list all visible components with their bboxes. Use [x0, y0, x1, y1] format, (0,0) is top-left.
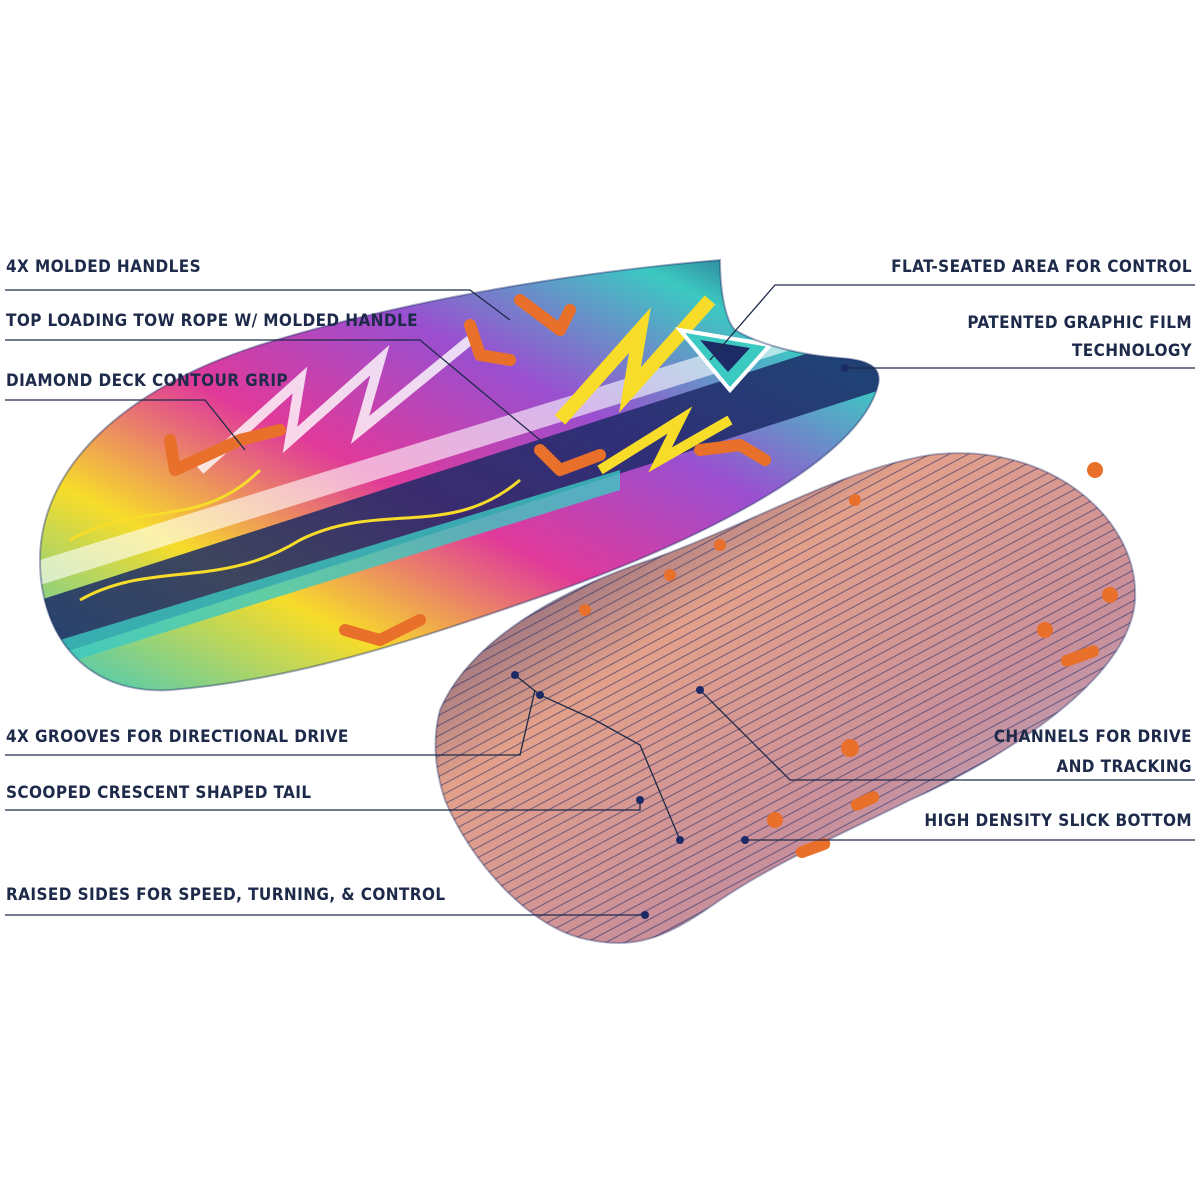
- callout-flat-seated: FLAT-SEATED AREA FOR CONTROL: [891, 257, 1192, 277]
- leader-dots: [511, 364, 849, 919]
- leader-dot: [696, 686, 704, 694]
- leader-dot: [841, 364, 849, 372]
- molded-handle: [514, 294, 576, 336]
- molded-handle: [464, 319, 516, 366]
- leader-dot: [676, 836, 684, 844]
- leader-dot: [741, 836, 749, 844]
- leader-dot: [641, 911, 649, 919]
- callout-diamond-deck: DIAMOND DECK CONTOUR GRIP: [6, 371, 289, 391]
- callout-tow-rope: TOP LOADING TOW ROPE W/ MOLDED HANDLE: [6, 311, 418, 331]
- leader-dot: [636, 796, 644, 804]
- leader-lines: [5, 284, 1195, 916]
- molded-handle: [694, 439, 771, 466]
- molded-handle: [339, 614, 426, 646]
- callout-molded-handles: 4X MOLDED HANDLES: [6, 257, 202, 277]
- callout-channels-line1: CHANNELS FOR DRIVE: [993, 727, 1192, 747]
- callout-graphic-film-line1: PATENTED GRAPHIC FILM: [967, 313, 1192, 333]
- callout-crescent-tail: SCOOPED CRESCENT SHAPED TAIL: [6, 783, 312, 803]
- leader-dot: [536, 691, 544, 699]
- callout-raised-sides: RAISED SIDES FOR SPEED, TURNING, & CONTR…: [6, 885, 446, 905]
- molded-handle: [534, 444, 606, 476]
- leader-dot: [511, 671, 519, 679]
- callout-graphic-film-line2: TECHNOLOGY: [1071, 341, 1192, 361]
- top-deck-sled: [39, 259, 880, 692]
- callout-slick-bottom: HIGH DENSITY SLICK BOTTOM: [924, 811, 1192, 831]
- molded-handle: [164, 424, 286, 476]
- callout-grooves: 4X GROOVES FOR DIRECTIONAL DRIVE: [6, 727, 349, 747]
- callout-channels-line2: AND TRACKING: [1056, 757, 1192, 777]
